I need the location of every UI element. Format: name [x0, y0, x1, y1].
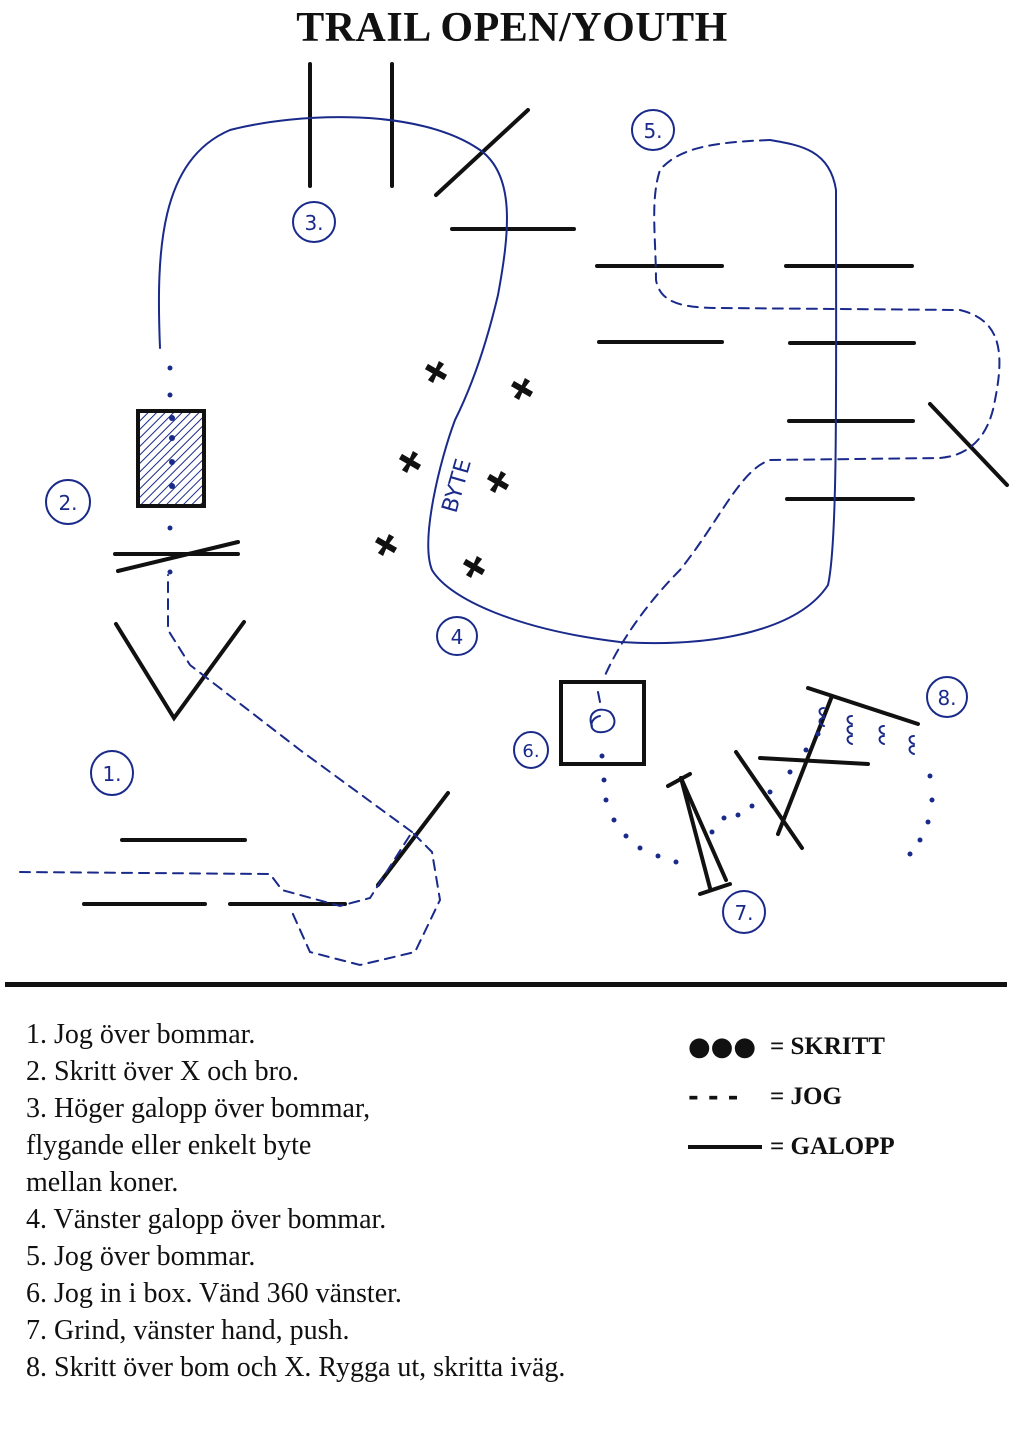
byte-label: BYTE [438, 456, 477, 515]
marker-2: 2. [45, 479, 91, 525]
marker-7: 7. [722, 890, 766, 934]
obstacle-poles [82, 62, 1009, 906]
bridge [136, 409, 206, 508]
marker-4: 4 [436, 616, 478, 656]
cone [424, 360, 448, 384]
cone [462, 555, 486, 579]
legend-row-skritt: ●●● = SKRITT [688, 1022, 1008, 1072]
marker-1: 1. [90, 750, 134, 796]
legend-row-galopp: = GALOPP [688, 1122, 1008, 1172]
cones [374, 360, 534, 579]
marker-5-label: 5. [643, 119, 662, 143]
pole [376, 791, 450, 887]
box [559, 680, 646, 766]
instruction-item: 7. Grind, vänster hand, push. [26, 1315, 350, 1346]
marker-6: 6. [513, 731, 549, 769]
solid-line-symbol [688, 1145, 762, 1149]
pole [116, 540, 240, 573]
pole [758, 756, 870, 766]
turn-swirl [589, 691, 616, 734]
dashes-symbol: - - - [688, 1082, 739, 1112]
instruction-item: mellan koner. [26, 1167, 179, 1198]
trail-course-diagram: BYTE 1. 2. 3. 4 5. 6. 7. [19, 62, 1009, 967]
instruction-item: 4. Vänster galopp över bommar. [26, 1204, 387, 1235]
legend-label: = GALOPP [770, 1133, 895, 1160]
legend-row-jog: - - - = JOG [688, 1072, 1008, 1122]
walk-dots-6-8 [599, 731, 935, 865]
marker-6-label: 6. [522, 741, 539, 762]
cone [510, 377, 534, 401]
instruction-item: 6. Jog in i box. Vänd 360 vänster. [26, 1278, 402, 1309]
cone [374, 533, 398, 557]
pole [806, 686, 920, 726]
legend-label: = SKRITT [770, 1033, 885, 1060]
pole [734, 750, 804, 850]
route-lines [19, 116, 1001, 967]
marker-1-label: 1. [102, 762, 121, 786]
cone [398, 450, 422, 474]
section-divider [5, 982, 1007, 987]
obstacle-markers: 1. 2. 3. 4 5. 6. 7. 8. [45, 109, 968, 934]
gate-post [679, 776, 712, 890]
marker-4-label: 4 [451, 625, 464, 649]
gate-cap [698, 882, 732, 896]
instruction-list: 1. Jog över bommar. 2. Skritt över X och… [26, 1016, 686, 1386]
marker-3: 3. [292, 201, 336, 243]
marker-8: 8. [926, 676, 968, 718]
gate-post [679, 776, 728, 882]
gate-cap [666, 772, 692, 788]
jog-path-1 [19, 574, 442, 967]
back-up-marks [818, 707, 915, 755]
instruction-item: flygande eller enkelt byte [26, 1130, 312, 1161]
jog-path-5 [602, 139, 1001, 681]
dots-symbol: ●●● [688, 1032, 757, 1062]
instruction-item: 5. Jog över bommar. [26, 1241, 256, 1272]
instruction-item: 1. Jog över bommar. [26, 1019, 256, 1050]
pole [928, 402, 1009, 487]
marker-5: 5. [631, 109, 675, 151]
legend: ●●● = SKRITT - - - = JOG = GALOPP [688, 1022, 1008, 1172]
marker-7-label: 7. [734, 901, 753, 925]
lope-path [157, 116, 838, 645]
legend-label: = JOG [770, 1083, 842, 1110]
instruction-item: 8. Skritt över bom och X. Rygga ut, skri… [26, 1352, 566, 1383]
marker-3-label: 3. [304, 211, 323, 235]
v-poles [114, 620, 246, 722]
marker-2-label: 2. [58, 491, 77, 515]
instruction-item: 2. Skritt över X och bro. [26, 1056, 299, 1087]
walk-dots-2 [167, 365, 175, 575]
marker-8-label: 8. [937, 686, 956, 710]
cone [486, 470, 510, 494]
instruction-item: 3. Höger galopp över bommar, [26, 1093, 371, 1124]
page-title: TRAIL OPEN/YOUTH [296, 5, 728, 51]
